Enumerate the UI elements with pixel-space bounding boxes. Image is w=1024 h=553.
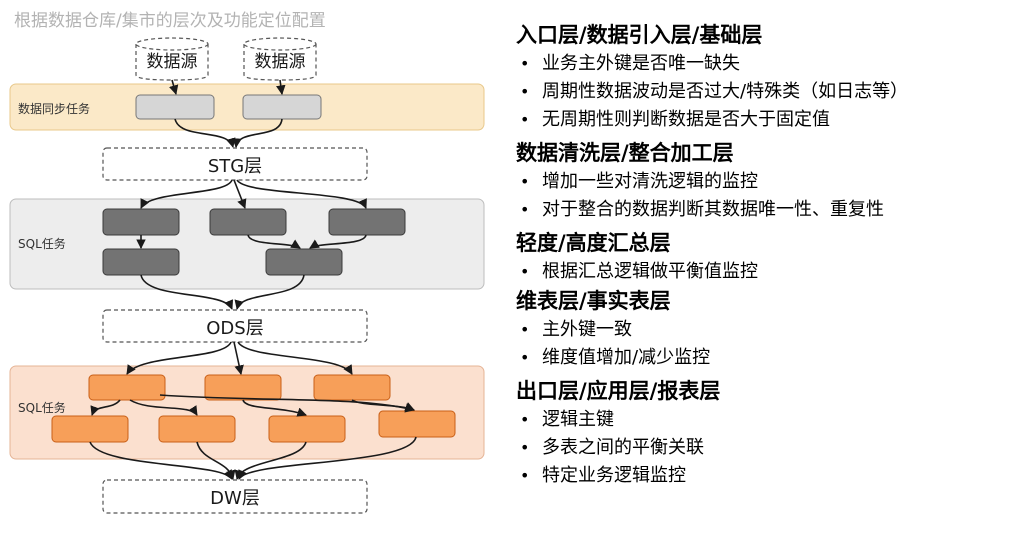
monitoring-rules-panel: 入口层/数据引入层/基础层 •业务主外键是否唯一缺失 •周期性数据波动是否过大/… — [516, 20, 1020, 490]
sql-band-label: SQL任务 — [18, 236, 66, 251]
dw-layer-label: DW层 — [210, 488, 260, 509]
sql-task-box — [209, 208, 287, 236]
bullet-item: •业务主外键是否唯一缺失 — [516, 50, 1020, 78]
section-heading: 维表层/事实表层 — [516, 289, 671, 313]
bullet-dot: • — [520, 466, 530, 485]
sql-task-box — [313, 374, 391, 401]
bullet-item: •维度值增加/减少监控 — [516, 344, 1020, 372]
section-heading: 轻度/高度汇总层 — [516, 231, 671, 255]
bullet-dot: • — [520, 262, 530, 281]
stg-layer — [102, 147, 368, 181]
bullet-dot: • — [520, 410, 530, 429]
flow-arrows — [136, 179, 367, 310]
section-output-layer: 出口层/应用层/报表层 •逻辑主键 •多表之间的平衡关联 •特定业务逻辑监控 — [516, 376, 1020, 490]
bullet-item: •特定业务逻辑监控 — [516, 462, 1020, 490]
sql-task-box — [102, 248, 180, 276]
datasource-label: 数据源 — [255, 52, 306, 72]
sync-task-box — [242, 94, 322, 120]
bullet-list: •逻辑主键 •多表之间的平衡关联 •特定业务逻辑监控 — [516, 406, 1020, 490]
bullet-dot: • — [520, 110, 530, 129]
sql-task-box — [102, 208, 180, 236]
sync-band-label: 数据同步任务 — [18, 101, 90, 116]
sql-task-box — [88, 374, 166, 401]
ods-layer — [102, 309, 368, 343]
sql-task-box — [378, 410, 456, 438]
flow-arrows — [89, 341, 417, 480]
section-cleaning-layer: 数据清洗层/整合加工层 •增加一些对清洗逻辑的监控 •对于整合的数据判断其数据唯… — [516, 138, 1020, 224]
bullet-item: •周期性数据波动是否过大/特殊类（如日志等） — [516, 78, 1020, 106]
bullet-item: •主外键一致 — [516, 316, 1020, 344]
bullet-dot: • — [520, 172, 530, 191]
sql-task-box — [204, 374, 282, 401]
bullet-dot: • — [520, 320, 530, 339]
bullet-dot: • — [520, 348, 530, 367]
flow-arrows — [169, 79, 286, 148]
page-title: 根据数据仓库/集市的层次及功能定位配置 — [14, 11, 326, 31]
section-entry-layer: 入口层/数据引入层/基础层 •业务主外键是否唯一缺失 •周期性数据波动是否过大/… — [516, 20, 1020, 134]
ods-layer-label: ODS层 — [206, 318, 263, 339]
sql-task-box — [51, 415, 129, 443]
sql-task-box — [328, 208, 406, 236]
dw-layer — [102, 479, 368, 514]
bullet-list: •增加一些对清洗逻辑的监控 •对于整合的数据判断其数据唯一性、重复性 — [516, 168, 1020, 224]
bullet-item: •多表之间的平衡关联 — [516, 434, 1020, 462]
sql-band-label: SQL任务 — [18, 400, 66, 415]
bullet-dot: • — [520, 438, 530, 457]
bullet-list: •根据汇总逻辑做平衡值监控 — [516, 258, 1020, 286]
datasource-label: 数据源 — [147, 52, 198, 72]
section-dimension-fact-layer: 维表层/事实表层 •主外键一致 •维度值增加/减少监控 — [516, 286, 1020, 372]
data-warehouse-layer-diagram: 数据源 数据源 数据同步任务 STG层 SQL任务 — [9, 37, 485, 514]
sql-task-boxes-orange — [51, 374, 456, 443]
bullet-item: •增加一些对清洗逻辑的监控 — [516, 168, 1020, 196]
datasource-2: 数据源 — [243, 37, 317, 81]
bullet-list: •业务主外键是否唯一缺失 •周期性数据波动是否过大/特殊类（如日志等） •无周期… — [516, 50, 1020, 134]
stg-layer-label: STG层 — [208, 156, 262, 177]
sync-task-box — [135, 94, 215, 120]
bullet-dot: • — [520, 54, 530, 73]
bullet-list: •主外键一致 •维度值增加/减少监控 — [516, 316, 1020, 372]
datasource-1: 数据源 — [135, 37, 209, 81]
bullet-item: •对于整合的数据判断其数据唯一性、重复性 — [516, 196, 1020, 224]
section-heading: 入口层/数据引入层/基础层 — [516, 23, 763, 47]
section-heading: 数据清洗层/整合加工层 — [516, 141, 734, 165]
bullet-item: •根据汇总逻辑做平衡值监控 — [516, 258, 1020, 286]
sql-task-boxes-gray — [102, 208, 406, 276]
bullet-dot: • — [520, 82, 530, 101]
sql-task-box — [265, 248, 343, 276]
bullet-item: •无周期性则判断数据是否大于固定值 — [516, 106, 1020, 134]
section-heading: 出口层/应用层/报表层 — [516, 379, 721, 403]
sql-task-box — [158, 415, 236, 443]
section-summary-layer: 轻度/高度汇总层 •根据汇总逻辑做平衡值监控 — [516, 228, 1020, 286]
bullet-dot: • — [520, 200, 530, 219]
bullet-item: •逻辑主键 — [516, 406, 1020, 434]
sql-task-box — [268, 415, 346, 443]
